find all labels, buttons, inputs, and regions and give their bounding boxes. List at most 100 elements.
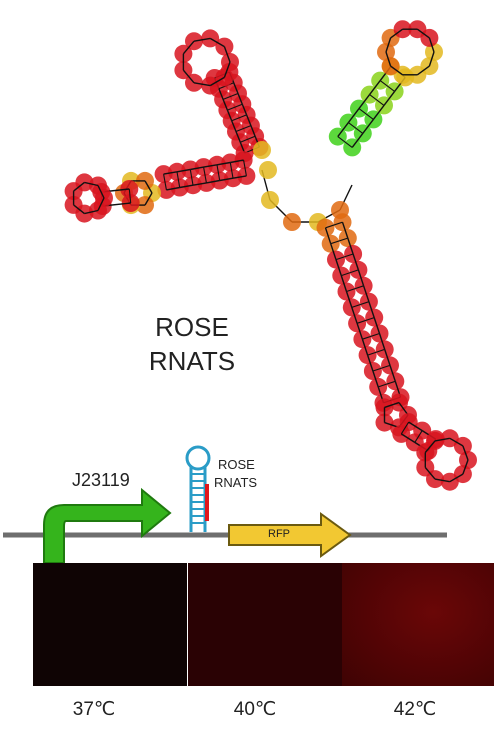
bond — [414, 430, 423, 443]
fluorescence-panel-37 — [33, 563, 187, 686]
bond — [250, 125, 256, 137]
fluorescence-panel-40 — [188, 563, 342, 686]
bond — [379, 80, 395, 92]
bond — [128, 188, 132, 204]
bond — [163, 174, 167, 190]
bond — [341, 269, 359, 277]
rna-secondary-structure — [64, 20, 477, 491]
bond — [189, 169, 194, 186]
bond — [428, 51, 435, 67]
bond — [424, 440, 436, 453]
bond — [372, 364, 391, 372]
bond — [462, 445, 469, 461]
bond — [209, 76, 225, 87]
bond — [400, 433, 416, 443]
bond — [97, 185, 105, 199]
bond — [383, 90, 396, 106]
title-line-2: RNATS — [148, 346, 236, 376]
bond — [424, 467, 436, 480]
bond — [190, 166, 204, 171]
bond — [192, 182, 207, 186]
bond — [385, 51, 392, 67]
bond — [372, 370, 379, 388]
bond — [384, 401, 400, 409]
bond — [416, 65, 430, 76]
bond — [347, 237, 354, 255]
bond — [389, 365, 396, 382]
bond — [428, 37, 435, 53]
bond — [206, 179, 220, 184]
bond — [346, 285, 364, 293]
bond — [378, 380, 396, 388]
bond — [203, 164, 218, 168]
nucleotide — [253, 141, 271, 159]
bond — [368, 301, 375, 318]
bond — [245, 114, 252, 126]
bond — [223, 61, 231, 78]
temperature-label-37: 37℃ — [72, 699, 116, 720]
bond — [203, 167, 207, 183]
bond — [369, 94, 385, 106]
bond — [378, 333, 386, 350]
promoter-label: J23119 — [72, 470, 130, 490]
bond — [73, 181, 85, 192]
bond — [144, 192, 153, 206]
bond — [231, 114, 247, 122]
bond — [416, 28, 430, 39]
bond — [398, 402, 409, 416]
bond — [182, 69, 195, 84]
bond — [340, 275, 348, 292]
bond — [400, 421, 410, 435]
bond — [390, 28, 404, 39]
hairpin-label-line-2: RNATS — [214, 475, 258, 490]
bond — [176, 168, 191, 173]
bond — [366, 354, 374, 372]
bond — [240, 135, 256, 143]
bond — [243, 160, 247, 176]
temperature-label-40: 40℃ — [233, 699, 277, 720]
bond — [182, 40, 195, 55]
bond — [408, 421, 423, 432]
bond — [325, 221, 343, 229]
hairpin-icon — [185, 445, 211, 532]
bond — [232, 175, 247, 179]
bond — [356, 317, 375, 324]
title-line-1: ROSE — [155, 312, 229, 342]
nucleotide — [259, 161, 277, 179]
bond — [362, 285, 370, 302]
nucleotide — [261, 191, 279, 209]
bond — [362, 332, 380, 340]
bond — [193, 82, 211, 87]
bond — [241, 103, 248, 116]
bond — [166, 186, 180, 191]
bond — [179, 184, 194, 189]
bond — [219, 177, 234, 182]
bond — [462, 459, 469, 475]
bond — [351, 301, 370, 308]
bond — [226, 109, 233, 122]
bond — [235, 131, 241, 143]
bond — [229, 162, 234, 179]
bond — [223, 46, 231, 63]
bond — [227, 103, 243, 111]
bond — [176, 171, 181, 188]
nucleotide — [283, 213, 301, 231]
fluorescence-panel-42 — [342, 563, 494, 686]
bond — [324, 227, 332, 244]
bond — [345, 291, 353, 308]
bond — [216, 161, 231, 166]
bond — [348, 122, 364, 134]
rfp-arrow — [228, 512, 352, 558]
bond — [209, 37, 225, 48]
bond — [434, 478, 450, 483]
bond — [216, 164, 221, 181]
bond — [330, 243, 337, 260]
bond — [449, 473, 464, 483]
bond — [193, 37, 211, 42]
promoter-arrow — [43, 487, 172, 564]
bond — [218, 88, 224, 100]
bond — [373, 317, 381, 334]
bond — [335, 253, 354, 261]
rfp-label: RFP — [268, 528, 290, 540]
